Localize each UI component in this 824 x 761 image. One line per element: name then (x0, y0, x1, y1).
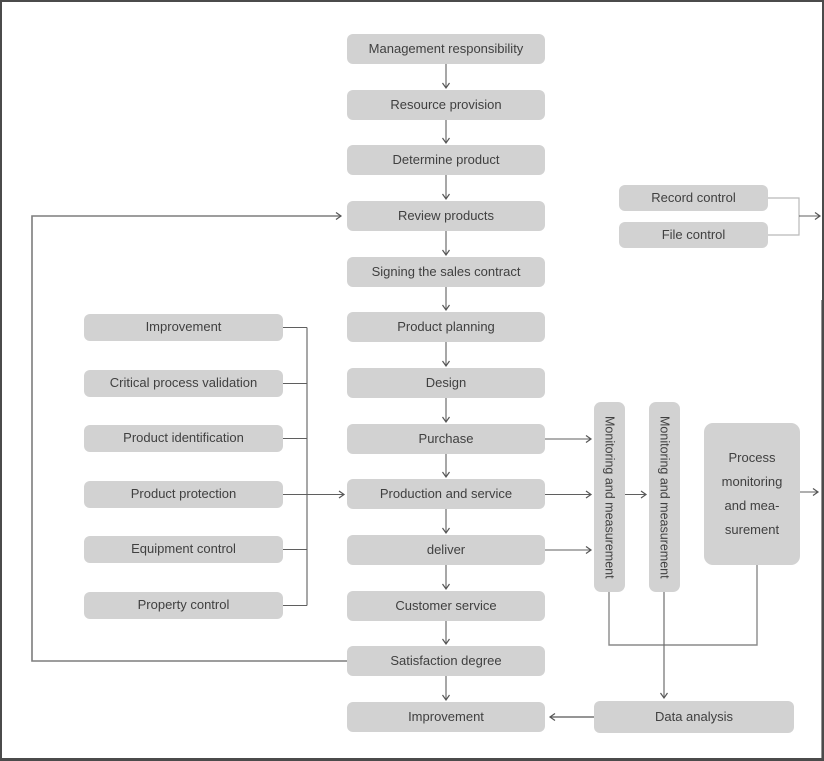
node-property-control: Property control (84, 592, 283, 619)
connector-monitoring1-process (608, 565, 758, 646)
record-file-bracket (768, 197, 800, 236)
node-critical-process-validation: Critical process validation (84, 370, 283, 397)
process-box-line: and mea- (724, 498, 780, 513)
node-product-planning: Product planning (347, 312, 545, 342)
monitoring-arrows (545, 435, 820, 554)
node-improvement-bottom: Improvement (347, 702, 545, 732)
left-bracket (283, 326, 346, 607)
feedback-loop-satisfaction-to-review (31, 212, 347, 662)
node-process-monitoring-measurement: Process monitoring and mea- surement (704, 423, 800, 565)
node-review-products: Review products (347, 201, 545, 231)
node-deliver: deliver (347, 535, 545, 565)
node-management-responsibility: Management responsibility (347, 34, 545, 64)
node-determine-product: Determine product (347, 145, 545, 175)
node-data-analysis: Data analysis (594, 701, 794, 733)
node-satisfaction-degree: Satisfaction degree (347, 646, 545, 676)
node-production-and-service: Production and service (347, 479, 545, 509)
node-product-protection: Product protection (84, 481, 283, 508)
node-improvement-left: Improvement (84, 314, 283, 341)
node-product-identification: Product identification (84, 425, 283, 452)
node-monitoring-measurement-2: Monitoring and measurement (649, 402, 680, 592)
bottom-connectors (608, 565, 758, 646)
node-purchase: Purchase (347, 424, 545, 454)
node-signing-sales-contract: Signing the sales contract (347, 257, 545, 287)
node-resource-provision: Resource provision (347, 90, 545, 120)
process-box-line: surement (724, 522, 780, 537)
node-file-control: File control (619, 222, 768, 248)
process-box-line: monitoring (721, 474, 783, 489)
node-customer-service: Customer service (347, 591, 545, 621)
node-equipment-control: Equipment control (84, 536, 283, 563)
node-design: Design (347, 368, 545, 398)
node-record-control: Record control (619, 185, 768, 211)
node-monitoring-measurement-1: Monitoring and measurement (594, 402, 625, 592)
process-box-line: Process (728, 450, 776, 465)
